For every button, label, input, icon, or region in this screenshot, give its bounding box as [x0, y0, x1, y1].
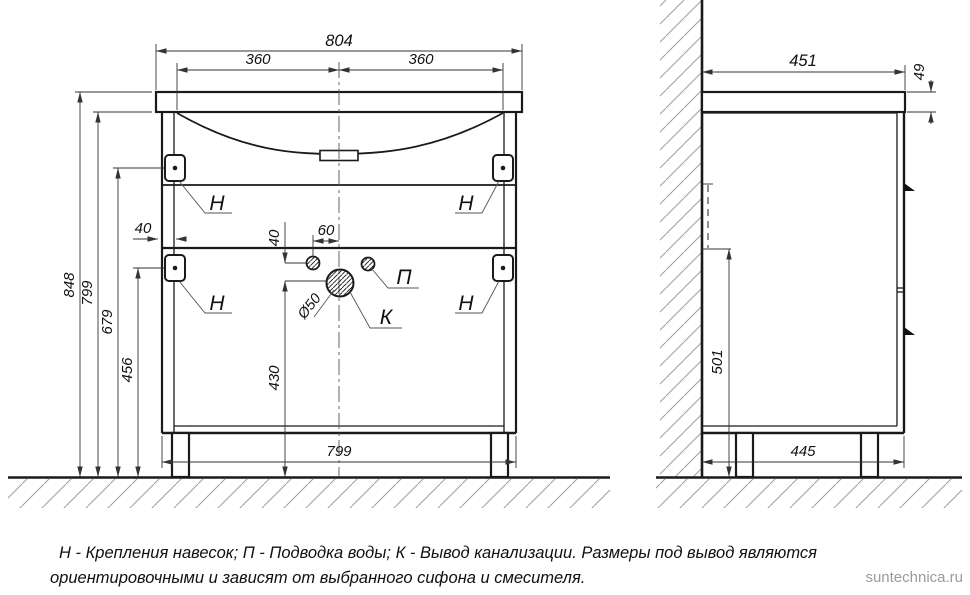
water-label: П [396, 266, 412, 289]
side-cabinet-body [702, 112, 906, 435]
basin-curve [176, 112, 504, 155]
svg-text:445: 445 [790, 443, 816, 460]
svg-text:679: 679 [99, 309, 116, 335]
front-floor-hatch [8, 479, 610, 508]
dim-holes-vertical: 40 [266, 222, 326, 292]
side-worktop [700, 90, 907, 114]
svg-text:799: 799 [79, 280, 96, 306]
svg-text:456: 456 [119, 357, 136, 383]
front-leg-left [170, 431, 191, 479]
dim-bottom-depth: 445 [702, 436, 905, 468]
bracket-markers [164, 154, 514, 282]
drain-label: К [380, 306, 394, 329]
svg-text:451: 451 [789, 52, 817, 70]
bracket-label-1: Н [209, 192, 225, 215]
dim-lower-bracket: 456 [119, 267, 165, 477]
side-leg-back [859, 431, 880, 479]
dim-worktop-underside: 799 [79, 111, 152, 477]
svg-text:804: 804 [325, 32, 353, 50]
water-supply-hole [360, 256, 376, 272]
svg-text:360: 360 [245, 51, 271, 68]
svg-text:501: 501 [709, 349, 726, 374]
drawing-canvas: Н Н Н Н П К Ø50 804 360 [8, 0, 962, 508]
svg-text:40: 40 [135, 220, 152, 237]
legend-line-2: ориентировочными и зависят от выбранного… [50, 569, 586, 587]
front-view: Н Н Н Н П К Ø50 804 360 [8, 32, 610, 508]
dim-wall-offset: 40 [133, 220, 187, 242]
svg-text:430: 430 [266, 365, 283, 391]
dim-upper-bracket: 679 [99, 167, 165, 477]
dim-drain-height: 430 [266, 281, 288, 477]
svg-text:49: 49 [911, 63, 928, 80]
wall-hatch [660, 0, 701, 477]
drain-hole [325, 268, 355, 298]
svg-text:40: 40 [266, 229, 283, 246]
legend-line-1: Н - Крепления навесок; П - Подводка воды… [59, 544, 817, 562]
dim-overall-width: 804 [155, 32, 523, 90]
watermark: suntechnica.ru [865, 569, 963, 586]
handle-top [904, 183, 915, 191]
svg-text:360: 360 [408, 51, 434, 68]
side-leg-front [734, 431, 755, 479]
side-view: 451 49 501 445 [656, 0, 962, 508]
legend-note: Н - Крепления навесок; П - Подводка воды… [50, 541, 900, 591]
dim-drain-diameter: Ø50 [294, 291, 324, 323]
front-leg-right [489, 431, 510, 479]
dim-total-height: 848 [61, 91, 152, 477]
svg-text:60: 60 [318, 222, 335, 239]
bracket-label-3: Н [209, 292, 225, 315]
bracket-leaders [178, 180, 500, 314]
faucet-hole [305, 255, 321, 271]
dim-worktop-thickness: 49 [907, 63, 936, 124]
hole-leaders [313, 267, 419, 329]
handle-bottom [904, 327, 915, 335]
svg-text:848: 848 [61, 272, 78, 298]
bracket-label-4: Н [458, 292, 474, 315]
dim-basin-spans: 360 360 [176, 51, 504, 110]
svg-text:799: 799 [326, 443, 352, 460]
side-floor-hatch [656, 479, 962, 508]
dim-bottom-width: 799 [161, 436, 517, 468]
dim-holes-horizontal: 60 [312, 222, 339, 257]
bracket-label-2: Н [458, 192, 474, 215]
dim-depth: 451 [702, 52, 906, 90]
dim-connection-zone-height: 501 [709, 249, 732, 477]
connection-zone [702, 183, 731, 250]
